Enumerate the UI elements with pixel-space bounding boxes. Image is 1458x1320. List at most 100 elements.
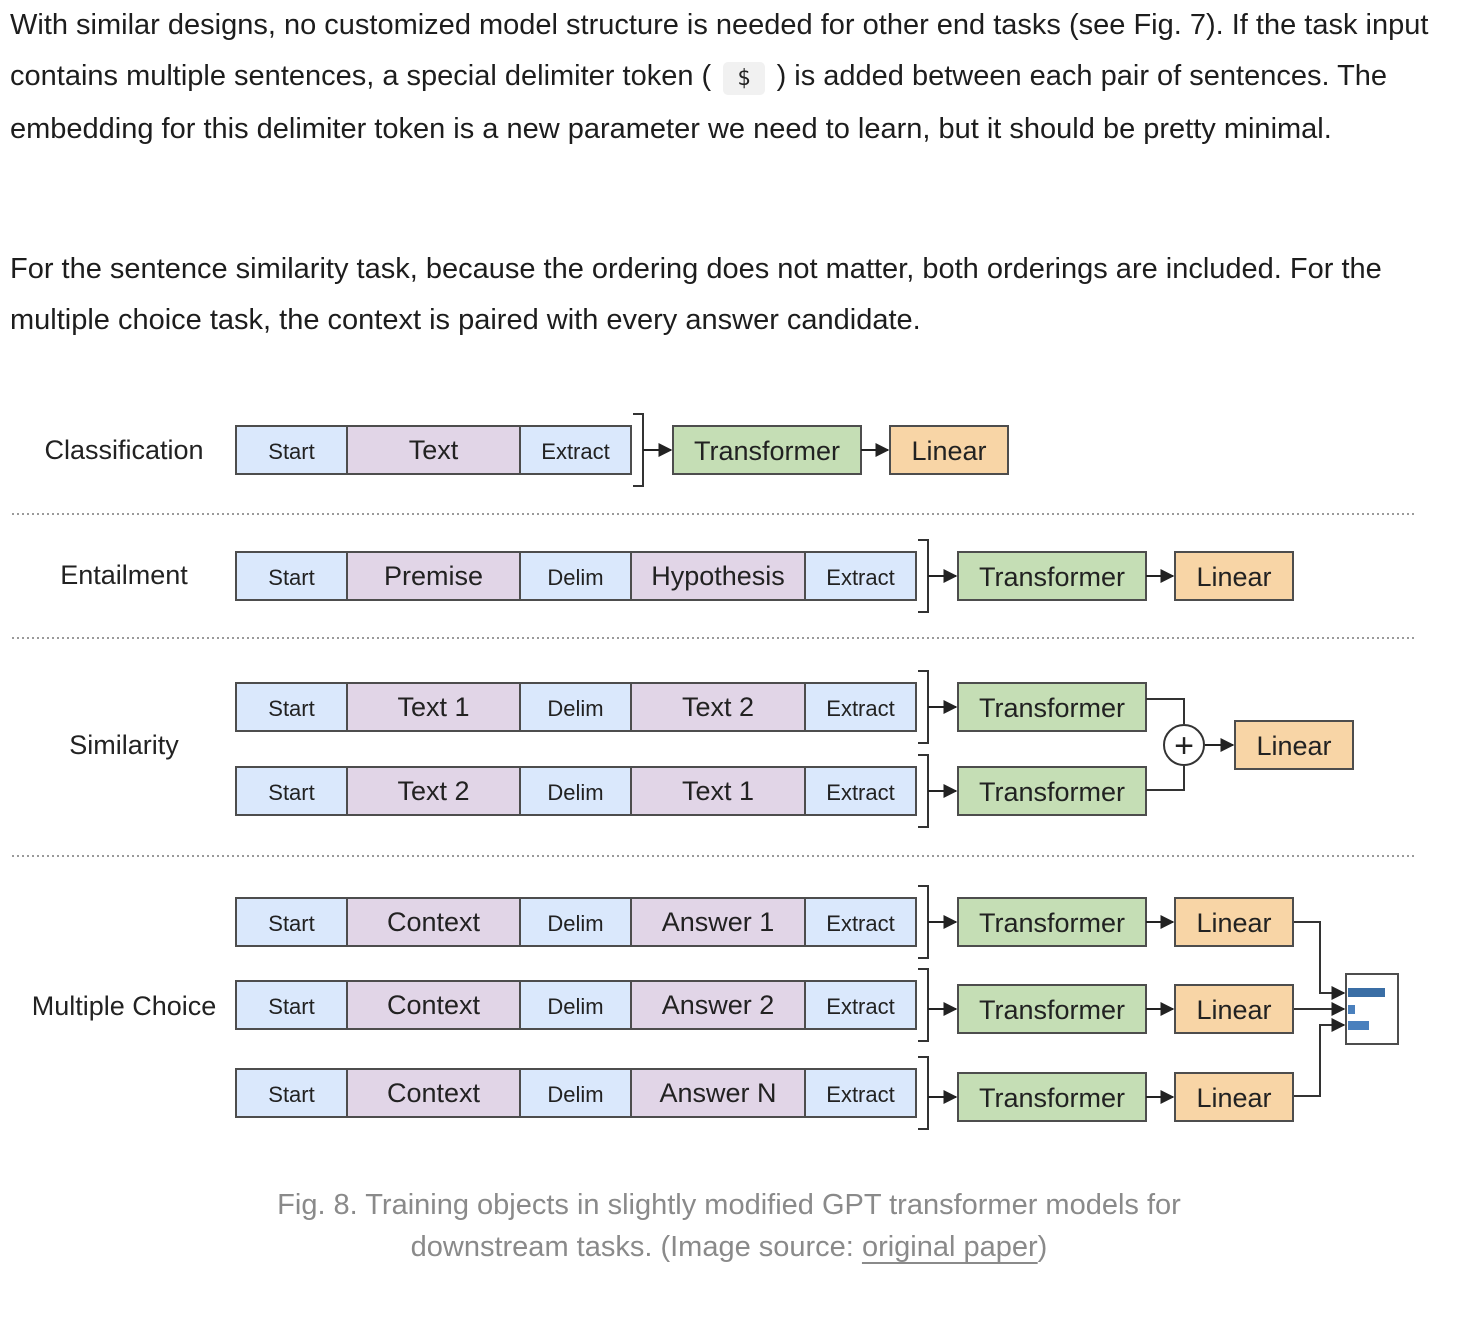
token-cell-delim (519, 1068, 632, 1118)
token-label-extract: Extract (826, 994, 894, 1019)
caption-close-paren: ) (1037, 1231, 1048, 1263)
token-cell-extract (804, 897, 917, 947)
transformer-label: Transformer (979, 1083, 1125, 1113)
task-label-entailment: Entailment (60, 560, 188, 590)
caption-text: downstream tasks. (Image source: (410, 1231, 862, 1263)
paragraph-intro-text: With similar designs, no customized mode… (10, 9, 1429, 92)
paragraph-similarity: For the sentence similarity task, becaus… (10, 253, 1382, 336)
token-cell-start (235, 897, 348, 947)
token-cell-answer-2 (630, 980, 806, 1030)
token-cell-text-1 (630, 766, 806, 816)
similarity-linear-label: Linear (1256, 731, 1331, 761)
task-label-classification: Classification (44, 435, 203, 465)
linear-box (1174, 1072, 1294, 1122)
token-cell-extract (804, 766, 917, 816)
token-cell-delim (519, 682, 632, 732)
token-label-text-2: Text 2 (397, 776, 469, 806)
transformer-label: Transformer (979, 777, 1125, 807)
token-label-premise: Premise (384, 561, 483, 591)
token-label-extract: Extract (826, 696, 894, 721)
transformer-label: Transformer (979, 995, 1125, 1025)
token-label-extract: Extract (826, 1082, 894, 1107)
transformer-box (957, 984, 1147, 1034)
task-label-multiple-choice: Multiple Choice (32, 991, 217, 1021)
linear-label: Linear (911, 436, 986, 466)
softmax-bar-3 (1348, 1021, 1369, 1030)
linear-box (1174, 551, 1294, 601)
token-cell-start (235, 682, 348, 732)
token-label-text-1: Text 1 (682, 776, 754, 806)
transformer-label: Transformer (694, 436, 840, 466)
token-label-delim: Delim (547, 994, 603, 1019)
softmax-bar-2 (1348, 1005, 1355, 1014)
token-cell-start (235, 1068, 348, 1118)
token-label-delim: Delim (547, 565, 603, 590)
token-label-context: Context (387, 1078, 481, 1108)
token-label-extract: Extract (541, 439, 609, 464)
token-cell-extract (804, 551, 917, 601)
token-label-start: Start (268, 1082, 314, 1107)
task-label-similarity: Similarity (69, 730, 179, 760)
token-label-start: Start (268, 565, 314, 590)
transformer-label: Transformer (979, 562, 1125, 592)
linear-box (1174, 897, 1294, 947)
transformer-box (957, 682, 1147, 732)
token-label-extract: Extract (826, 911, 894, 936)
token-label-context: Context (387, 907, 481, 937)
extract-bracket (633, 413, 644, 487)
head-mc_2: Transformer Linear (957, 984, 1294, 1034)
token-cell-delim (519, 766, 632, 816)
transformer-box (957, 766, 1147, 816)
token-cell-text-1 (346, 682, 521, 732)
token-label-extract: Extract (826, 780, 894, 805)
extract-bracket (918, 754, 929, 828)
head-mc_1: Transformer Linear (957, 897, 1294, 947)
linear-label: Linear (1196, 908, 1271, 938)
token-label-answer-1: Answer 1 (662, 907, 775, 937)
token-cell-extract (804, 682, 917, 732)
token-cell-extract (804, 980, 917, 1030)
token-label-text: Text (409, 435, 459, 465)
plus-symbol: + (1174, 727, 1194, 765)
token-label-hypothesis: Hypothesis (651, 561, 785, 591)
linear-label: Linear (1196, 562, 1271, 592)
token-cell-start (235, 980, 348, 1030)
token-cell-answer-1 (630, 897, 806, 947)
token-label-delim: Delim (547, 1082, 603, 1107)
delimiter-code: $ (723, 62, 765, 95)
head-similarity_2: Transformer (957, 766, 1147, 816)
token-label-start: Start (268, 780, 314, 805)
original-paper-link[interactable]: original paper (861, 1231, 1038, 1263)
similarity-merge-top (1146, 698, 1185, 724)
extract-bracket (918, 670, 929, 744)
figure-caption-line-1: Fig. 8. Training objects in slightly mod… (277, 1189, 1181, 1221)
transformer-box (672, 425, 862, 475)
linear-label: Linear (1196, 1083, 1271, 1113)
token-label-delim: Delim (547, 696, 603, 721)
token-cell-context (346, 980, 521, 1030)
extract-bracket (918, 1056, 929, 1130)
linear-label: Linear (1196, 995, 1271, 1025)
token-cell-text-2 (630, 682, 806, 732)
head-similarity_1: Transformer (957, 682, 1147, 732)
linear-box (1174, 984, 1294, 1034)
token-cell-context (346, 1068, 521, 1118)
transformer-label: Transformer (979, 908, 1125, 938)
paragraph-intro-text-cont: ) is added between each pair of sentence… (10, 60, 1388, 145)
extract-bracket (918, 885, 929, 959)
token-label-delim: Delim (547, 911, 603, 936)
token-label-extract: Extract (826, 565, 894, 590)
head-mc_n: Transformer Linear (957, 1072, 1294, 1122)
token-cell-text-2 (346, 766, 521, 816)
mc-merge-n (1294, 1018, 1346, 1097)
extract-bracket (918, 968, 929, 1042)
token-label-text-1: Text 1 (397, 692, 469, 722)
token-cell-hypothesis (630, 551, 806, 601)
token-cell-extract (804, 1068, 917, 1118)
